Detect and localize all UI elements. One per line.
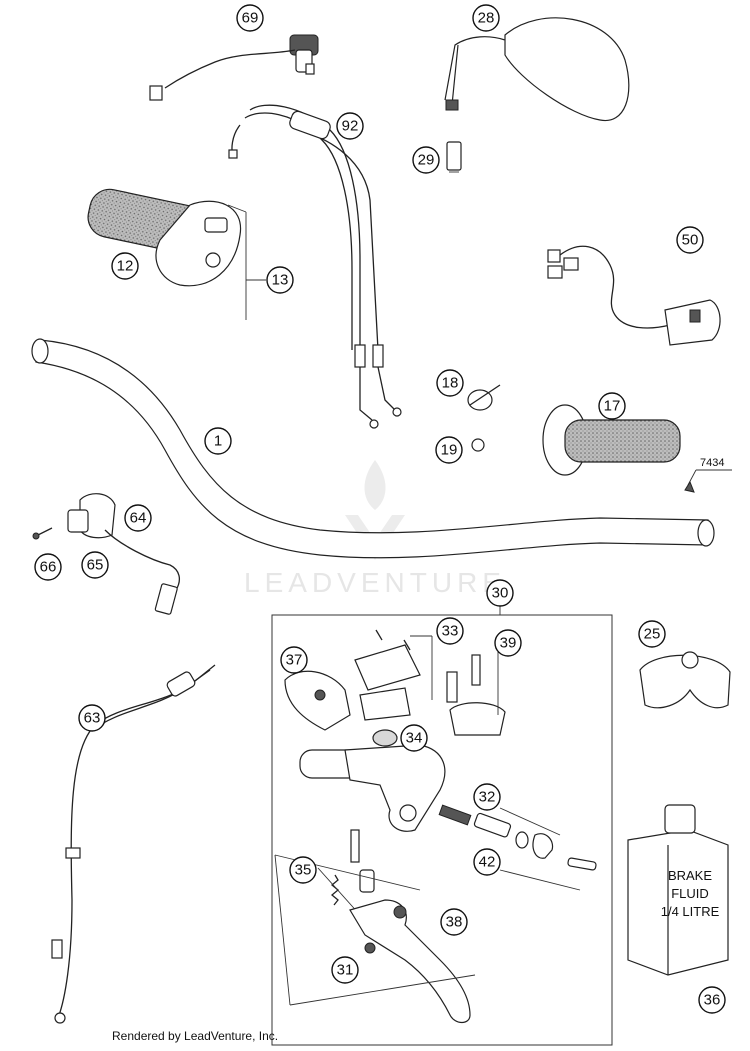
part-28-mirror — [444, 17, 630, 122]
part-number-note: 7434 — [700, 457, 724, 469]
part-36-brake-fluid: BRAKE FLUID 1/4 LITRE — [627, 804, 729, 976]
callout-63: 63 — [78, 704, 106, 732]
callout-31: 31 — [331, 956, 359, 984]
callout-28: 28 — [472, 4, 500, 32]
callout-33: 33 — [436, 617, 464, 645]
callout-34: 34 — [400, 724, 428, 752]
watermark: LEADVENTURE — [244, 460, 506, 598]
svg-text:25: 25 — [644, 626, 661, 643]
callout-13: 13 — [266, 266, 294, 294]
part-63-hose — [51, 664, 216, 1024]
bottle-label-line1: BRAKE — [668, 868, 712, 883]
part-50-switch — [547, 245, 721, 346]
callout-17: 17 — [598, 392, 626, 420]
svg-text:18: 18 — [442, 375, 459, 392]
callout-18: 18 — [436, 369, 464, 397]
watermark-text: LEADVENTURE — [244, 567, 506, 598]
svg-text:36: 36 — [704, 992, 721, 1009]
svg-text:38: 38 — [446, 914, 463, 931]
callout-92: 92 — [336, 112, 364, 140]
svg-text:31: 31 — [337, 962, 354, 979]
part-69-switch — [149, 34, 319, 101]
svg-text:35: 35 — [295, 862, 312, 879]
part-92-throttle-cables — [228, 104, 402, 429]
master-cylinder-body — [299, 744, 446, 832]
svg-text:32: 32 — [479, 789, 496, 806]
svg-text:19: 19 — [441, 442, 458, 459]
callout-66: 66 — [34, 553, 62, 581]
part-31-lever — [274, 854, 476, 1024]
callout-32: 32 — [473, 783, 501, 811]
svg-text:30: 30 — [492, 585, 509, 602]
callout-65: 65 — [81, 551, 109, 579]
part-33-cover — [354, 629, 433, 721]
part-25-clamp — [639, 651, 731, 709]
svg-text:42: 42 — [479, 854, 496, 871]
svg-text:92: 92 — [342, 118, 359, 135]
svg-text:33: 33 — [442, 623, 459, 640]
callout-69: 69 — [236, 4, 264, 32]
callout-1: 1 — [204, 427, 232, 455]
part-29-adapter — [446, 141, 462, 173]
callout-25: 25 — [638, 620, 666, 648]
svg-text:66: 66 — [40, 559, 57, 576]
part-13-throttle-housing — [227, 204, 266, 320]
svg-text:69: 69 — [242, 10, 259, 27]
callout-64: 64 — [124, 504, 152, 532]
svg-text:1: 1 — [214, 433, 222, 450]
svg-text:12: 12 — [117, 258, 134, 275]
svg-text:64: 64 — [130, 510, 147, 527]
callout-42: 42 — [473, 848, 501, 876]
callout-50: 50 — [676, 226, 704, 254]
callout-29: 29 — [412, 146, 440, 174]
callout-35: 35 — [289, 856, 317, 884]
callout-38: 38 — [440, 908, 468, 936]
svg-text:63: 63 — [84, 710, 101, 727]
part-35-pin-spring — [317, 829, 375, 916]
callout-36: 36 — [698, 986, 726, 1014]
part-64-switch — [67, 493, 181, 615]
part-32-piston-kit — [438, 804, 597, 891]
part-17-grip — [542, 404, 681, 476]
part-12-throttle-grip — [87, 188, 242, 287]
part-37-guard — [284, 670, 351, 731]
svg-text:39: 39 — [500, 635, 517, 652]
callout-37: 37 — [280, 646, 308, 674]
svg-text:65: 65 — [87, 557, 104, 574]
svg-text:50: 50 — [682, 232, 699, 249]
part-39-clamp — [446, 648, 506, 736]
svg-text:13: 13 — [272, 272, 289, 289]
part-19-nut — [471, 438, 485, 452]
part-34-sight-glass — [372, 729, 398, 747]
callout-39: 39 — [494, 629, 522, 657]
svg-text:29: 29 — [418, 152, 435, 169]
svg-text:28: 28 — [478, 10, 495, 27]
part-1-handlebar — [31, 338, 715, 559]
callout-30: 30 — [486, 579, 514, 607]
bottle-label-line3: 1/4 LITRE — [661, 904, 720, 919]
part-66-screw — [32, 527, 53, 540]
svg-text:37: 37 — [286, 652, 303, 669]
svg-text:34: 34 — [406, 730, 423, 747]
svg-text:17: 17 — [604, 398, 621, 415]
callout-12: 12 — [111, 252, 139, 280]
footer-credit: Rendered by LeadVenture, Inc. — [112, 1029, 279, 1043]
note-7434: 7434 — [684, 457, 732, 493]
callout-19: 19 — [435, 436, 463, 464]
part-18-cable-tie — [467, 384, 501, 411]
bottle-label-line2: FLUID — [671, 886, 709, 901]
